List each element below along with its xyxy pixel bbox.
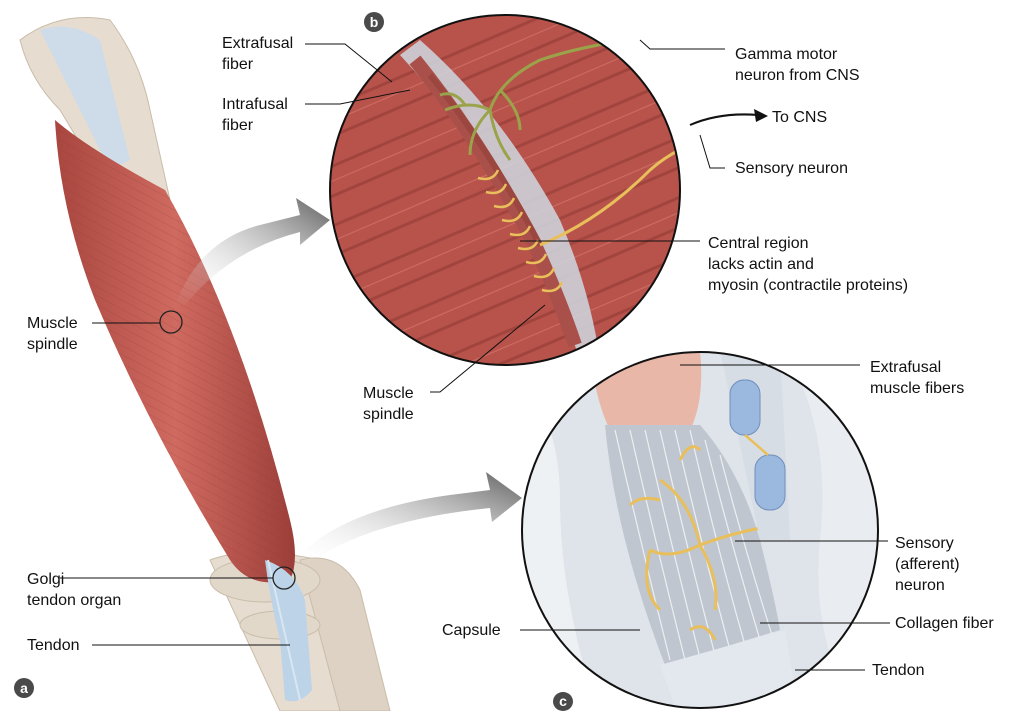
arrow-to-b <box>175 198 330 305</box>
label-golgi-tendon-organ: Golgi tendon organ <box>27 569 121 611</box>
label-muscle-spindle-b: Muscle spindle <box>363 383 414 425</box>
label-sensory-afferent-neuron: Sensory (afferent) neuron <box>895 533 960 596</box>
label-gamma-motor-neuron: Gamma motor neuron from CNS <box>735 44 860 86</box>
label-tendon-a: Tendon <box>27 635 80 656</box>
label-extrafusal-fiber: Extrafusal fiber <box>222 33 293 75</box>
label-tendon-c: Tendon <box>872 660 925 681</box>
label-extrafusal-muscle-fibers: Extrafusal muscle fibers <box>870 357 964 399</box>
label-collagen-fiber: Collagen fiber <box>895 613 994 634</box>
to-cns-arrow <box>690 114 758 125</box>
label-to-cns: To CNS <box>772 107 827 128</box>
panel-badge-c: c <box>553 692 573 711</box>
label-intrafusal-fiber: Intrafusal fiber <box>222 94 288 136</box>
to-cns-arrowhead <box>754 109 768 122</box>
label-capsule: Capsule <box>442 620 501 641</box>
label-muscle-spindle-a: Muscle spindle <box>27 313 78 355</box>
panel-badge-b: b <box>364 12 384 32</box>
arrow-to-c <box>295 472 522 565</box>
label-central-region: Central region lacks actin and myosin (c… <box>708 233 908 296</box>
label-sensory-neuron: Sensory neuron <box>735 158 848 179</box>
panel-badge-a: a <box>14 678 34 698</box>
golgi-tendon-organ-closeup <box>520 350 900 711</box>
